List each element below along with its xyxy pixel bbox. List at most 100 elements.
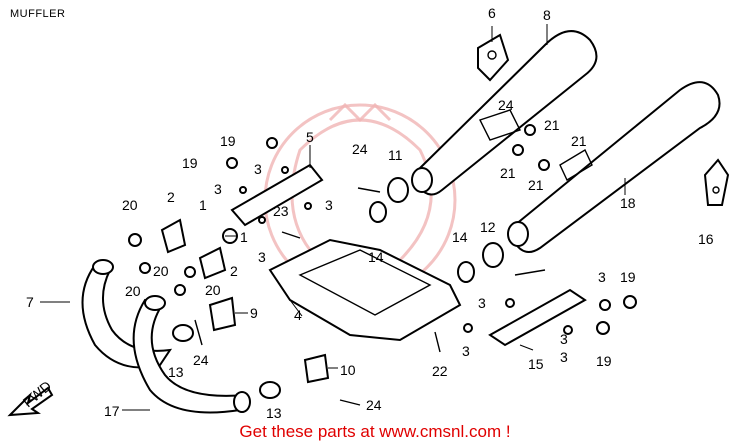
nut-20b bbox=[139, 262, 151, 274]
upper-muffler-outlet bbox=[411, 167, 433, 193]
callout-16: 16 bbox=[698, 231, 714, 247]
heat-protector-15 bbox=[488, 288, 587, 347]
leader-4 bbox=[289, 299, 303, 317]
lower-muffler-bracket bbox=[559, 149, 593, 181]
clamp-11 bbox=[387, 177, 409, 203]
clamp-13b bbox=[259, 381, 281, 399]
callout-23: 23 bbox=[273, 203, 289, 219]
diagram-title: MUFFLER bbox=[10, 8, 66, 20]
callout-3: 3 bbox=[214, 181, 222, 197]
bolt-24b bbox=[514, 269, 546, 276]
callout-22: 22 bbox=[432, 363, 448, 379]
callout-10: 10 bbox=[340, 362, 356, 378]
bolt-22 bbox=[434, 331, 441, 353]
callout-3: 3 bbox=[560, 331, 568, 347]
clamp-13a bbox=[172, 324, 194, 342]
callout-19: 19 bbox=[596, 353, 612, 369]
callout-21: 21 bbox=[544, 117, 560, 133]
callout-7: 7 bbox=[26, 294, 34, 310]
callout-19: 19 bbox=[620, 269, 636, 285]
callout-1: 1 bbox=[240, 229, 248, 245]
nut-20a bbox=[128, 233, 142, 247]
washer-3e bbox=[599, 299, 611, 311]
upper-muffler bbox=[416, 30, 598, 196]
callout-5: 5 bbox=[306, 129, 314, 145]
exhaust-pipe-7 bbox=[81, 263, 173, 369]
washer-3g bbox=[463, 323, 473, 333]
clamp-10 bbox=[303, 353, 330, 384]
bolt-23 bbox=[281, 231, 301, 239]
washer-3f bbox=[505, 298, 515, 308]
bracket-6-hole bbox=[487, 50, 497, 60]
callout-3: 3 bbox=[254, 161, 262, 177]
nut-19d bbox=[596, 321, 610, 335]
callout-3: 3 bbox=[560, 349, 568, 365]
clamp-14b bbox=[457, 261, 475, 283]
callout-3: 3 bbox=[598, 269, 606, 285]
callout-2: 2 bbox=[230, 263, 238, 279]
joint-collar-2a bbox=[160, 218, 187, 254]
callout-4: 4 bbox=[294, 307, 302, 323]
callout-21: 21 bbox=[528, 177, 544, 193]
nut-20d bbox=[174, 284, 186, 296]
nut-19a bbox=[266, 137, 278, 149]
joint-collar-2b bbox=[198, 246, 227, 280]
callout-13: 13 bbox=[266, 405, 282, 420]
callout-24: 24 bbox=[498, 97, 514, 113]
callout-17: 17 bbox=[104, 403, 120, 419]
nut-21a bbox=[512, 144, 524, 156]
nut-20c bbox=[184, 266, 196, 278]
callout-3: 3 bbox=[478, 295, 486, 311]
bolt-24c bbox=[194, 319, 203, 346]
exploded-parts-diagram: FWD 6 8 5 19 19 3 3 24 11 24 21 21 21 21… bbox=[7, 5, 730, 420]
washer-3d bbox=[304, 202, 312, 210]
washer-3c bbox=[258, 216, 266, 224]
washer-3a bbox=[281, 166, 289, 174]
callout-9: 9 bbox=[250, 305, 258, 321]
clamp-14a bbox=[369, 201, 387, 223]
clamp-12 bbox=[482, 242, 504, 268]
callout-2: 2 bbox=[167, 189, 175, 205]
pipe-17-outlet bbox=[233, 391, 251, 413]
callout-11: 11 bbox=[388, 147, 403, 163]
lower-muffler bbox=[514, 81, 721, 253]
heat-protector-5 bbox=[230, 163, 324, 227]
exhaust-chamber-4 bbox=[268, 238, 462, 342]
callout-14: 14 bbox=[368, 249, 384, 265]
callout-14: 14 bbox=[452, 229, 468, 245]
callout-18: 18 bbox=[620, 195, 636, 211]
fwd-arrow bbox=[7, 386, 54, 417]
nut-21c bbox=[538, 159, 550, 171]
footer-link-text[interactable]: Get these parts at www.cmsnl.com ! bbox=[239, 422, 511, 441]
upper-muffler-bracket bbox=[479, 109, 521, 141]
callout-19: 19 bbox=[220, 133, 236, 149]
pipe-7-inlet bbox=[92, 259, 114, 275]
washer-3i bbox=[563, 325, 573, 335]
pipe-17-inlet bbox=[144, 295, 166, 311]
callout-24: 24 bbox=[366, 397, 382, 413]
callout-20: 20 bbox=[125, 283, 141, 299]
callout-24: 24 bbox=[352, 141, 368, 157]
callout-20: 20 bbox=[153, 263, 169, 279]
chamber-4-detail bbox=[298, 249, 432, 316]
callout-3: 3 bbox=[258, 249, 266, 265]
nut-19b bbox=[226, 157, 238, 169]
callout-8: 8 bbox=[543, 7, 551, 23]
callout-3: 3 bbox=[462, 343, 470, 359]
callout-21: 21 bbox=[571, 133, 587, 149]
callout-3: 3 bbox=[325, 197, 333, 213]
callout-21: 21 bbox=[500, 165, 516, 181]
callout-19: 19 bbox=[182, 155, 198, 171]
nut-19c bbox=[623, 295, 637, 309]
clamp-9 bbox=[208, 296, 237, 332]
nut-21b bbox=[524, 124, 536, 136]
bolt-24a bbox=[357, 187, 381, 193]
muffler-bracket-16 bbox=[703, 158, 730, 206]
callout-1: 1 bbox=[199, 197, 207, 213]
callout-13: 13 bbox=[168, 364, 184, 380]
callout-20: 20 bbox=[122, 197, 138, 213]
leader-15 bbox=[519, 344, 534, 351]
lower-muffler-outlet bbox=[507, 221, 529, 247]
callout-20: 20 bbox=[205, 282, 221, 298]
